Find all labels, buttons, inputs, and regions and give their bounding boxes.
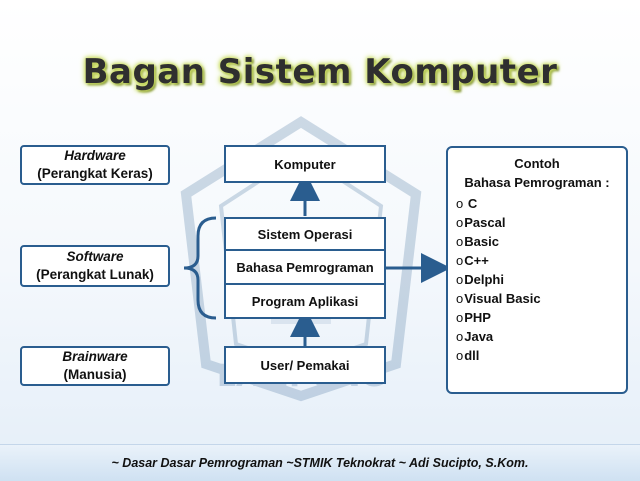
brainware-term: Brainware — [62, 349, 128, 364]
hardware-term: Hardware — [64, 148, 126, 163]
brainware-desc: (Manusia) — [63, 367, 127, 382]
list-item: Java — [456, 327, 618, 346]
brainware-box: Brainware (Manusia) — [20, 346, 170, 386]
list-item: C++ — [456, 251, 618, 270]
software-desc: (Perangkat Lunak) — [36, 267, 154, 282]
software-box: Software (Perangkat Lunak) — [20, 245, 170, 287]
layer-program-aplikasi: Program Aplikasi — [224, 285, 386, 319]
software-term: Software — [66, 249, 124, 264]
software-layer-stack: Sistem Operasi Bahasa Pemrograman Progra… — [224, 217, 386, 319]
list-item: Basic — [456, 232, 618, 251]
layer-bahasa-pemrograman: Bahasa Pemrograman — [224, 251, 386, 285]
hardware-desc: (Perangkat Keras) — [37, 166, 153, 181]
curly-brace — [183, 216, 217, 320]
contoh-subheading: Bahasa Pemrograman : — [464, 175, 610, 190]
list-item: Visual Basic — [456, 289, 618, 308]
list-item: Delphi — [456, 270, 618, 289]
komputer-box: Komputer — [224, 145, 386, 183]
list-item: C — [456, 194, 618, 213]
footer-bar: ~ Dasar Dasar Pemrograman ~STMIK Teknokr… — [0, 444, 640, 481]
hardware-box: Hardware (Perangkat Keras) — [20, 145, 170, 185]
user-box: User/ Pemakai — [224, 346, 386, 384]
contoh-box: Contoh Bahasa Pemrograman : C Pascal Bas… — [446, 146, 628, 394]
contoh-heading: Contoh — [514, 156, 560, 171]
list-item: PHP — [456, 308, 618, 327]
list-item: dll — [456, 346, 618, 365]
footer-text: ~ Dasar Dasar Pemrograman ~STMIK Teknokr… — [111, 456, 529, 470]
list-item: Pascal — [456, 213, 618, 232]
slide-title: Bagan Sistem Komputer — [82, 52, 558, 92]
language-list: C Pascal Basic C++ Delphi Visual Basic P… — [456, 194, 618, 365]
layer-sistem-operasi: Sistem Operasi — [224, 217, 386, 251]
